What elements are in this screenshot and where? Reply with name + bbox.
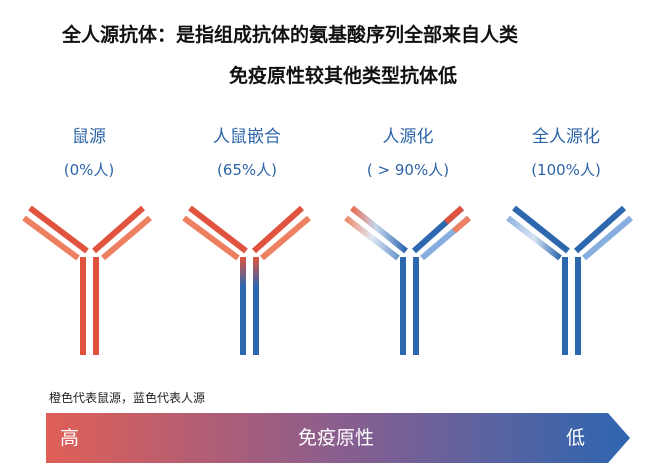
color-legend-note: 橙色代表鼠源，蓝色代表人源 bbox=[49, 391, 206, 405]
antibody-humanized bbox=[344, 205, 471, 355]
antibody-chimeric bbox=[182, 205, 311, 355]
left-heavy-arm bbox=[188, 205, 248, 254]
title-line-1: 全人源抗体：是指组成抗体的氨基酸序列全部来自人类 bbox=[62, 24, 519, 46]
antibody-name: 人源化 bbox=[382, 127, 434, 147]
antibody-name: 全人源化 bbox=[532, 127, 600, 147]
immunogenicity-label: 免疫原性 bbox=[297, 427, 374, 449]
right-light-arm bbox=[420, 215, 471, 261]
left-light-arm bbox=[22, 215, 80, 261]
left-heavy-arm bbox=[28, 205, 89, 254]
antibody-human-percent: (100%人) bbox=[531, 161, 601, 179]
antibody-name: 鼠源 bbox=[72, 127, 106, 147]
stem bbox=[80, 257, 99, 355]
antibody-name: 人鼠嵌合 bbox=[213, 127, 281, 147]
left-light-arm bbox=[182, 215, 240, 261]
left-heavy-arm bbox=[512, 205, 570, 254]
stem bbox=[562, 257, 581, 355]
antibody-human-percent: (65%人) bbox=[216, 161, 278, 179]
title-line-2: 免疫原性较其他类型抗体低 bbox=[228, 65, 457, 87]
right-light-arm bbox=[582, 215, 633, 261]
antibody-human-percent: (0%人) bbox=[63, 161, 115, 179]
antibody-column-mouse: 鼠源 (0%人) bbox=[14, 126, 164, 180]
antibody-column-chimeric: 人鼠嵌合 (65%人) bbox=[172, 126, 322, 180]
left-light-arm bbox=[506, 215, 562, 261]
immunogenicity-high-label: 高 bbox=[60, 427, 80, 449]
antibody-human-percent: ( > 90%人) bbox=[366, 161, 450, 179]
antibody-column-humanized: 人源化 ( > 90%人) bbox=[333, 126, 483, 180]
immunogenicity-low-label: 低 bbox=[566, 427, 586, 449]
left-light-arm bbox=[344, 215, 400, 261]
immunogenicity-gradient-arrow: 高 免疫原性 低 bbox=[46, 413, 630, 463]
left-heavy-arm bbox=[350, 205, 408, 254]
gradient-arrow-shape bbox=[46, 413, 630, 463]
right-heavy-arm bbox=[411, 205, 465, 254]
right-heavy-arm bbox=[251, 205, 305, 254]
antibody-human bbox=[506, 205, 633, 355]
antibody-column-human: 全人源化 (100%人) bbox=[491, 126, 641, 180]
stem bbox=[240, 257, 259, 355]
antibody-mouse bbox=[22, 205, 152, 355]
right-heavy-arm bbox=[92, 205, 145, 254]
right-light-arm bbox=[260, 215, 311, 261]
stem bbox=[400, 257, 419, 355]
right-light-arm bbox=[101, 215, 152, 261]
antibody-diagrams bbox=[22, 205, 633, 355]
right-heavy-arm bbox=[573, 205, 627, 254]
